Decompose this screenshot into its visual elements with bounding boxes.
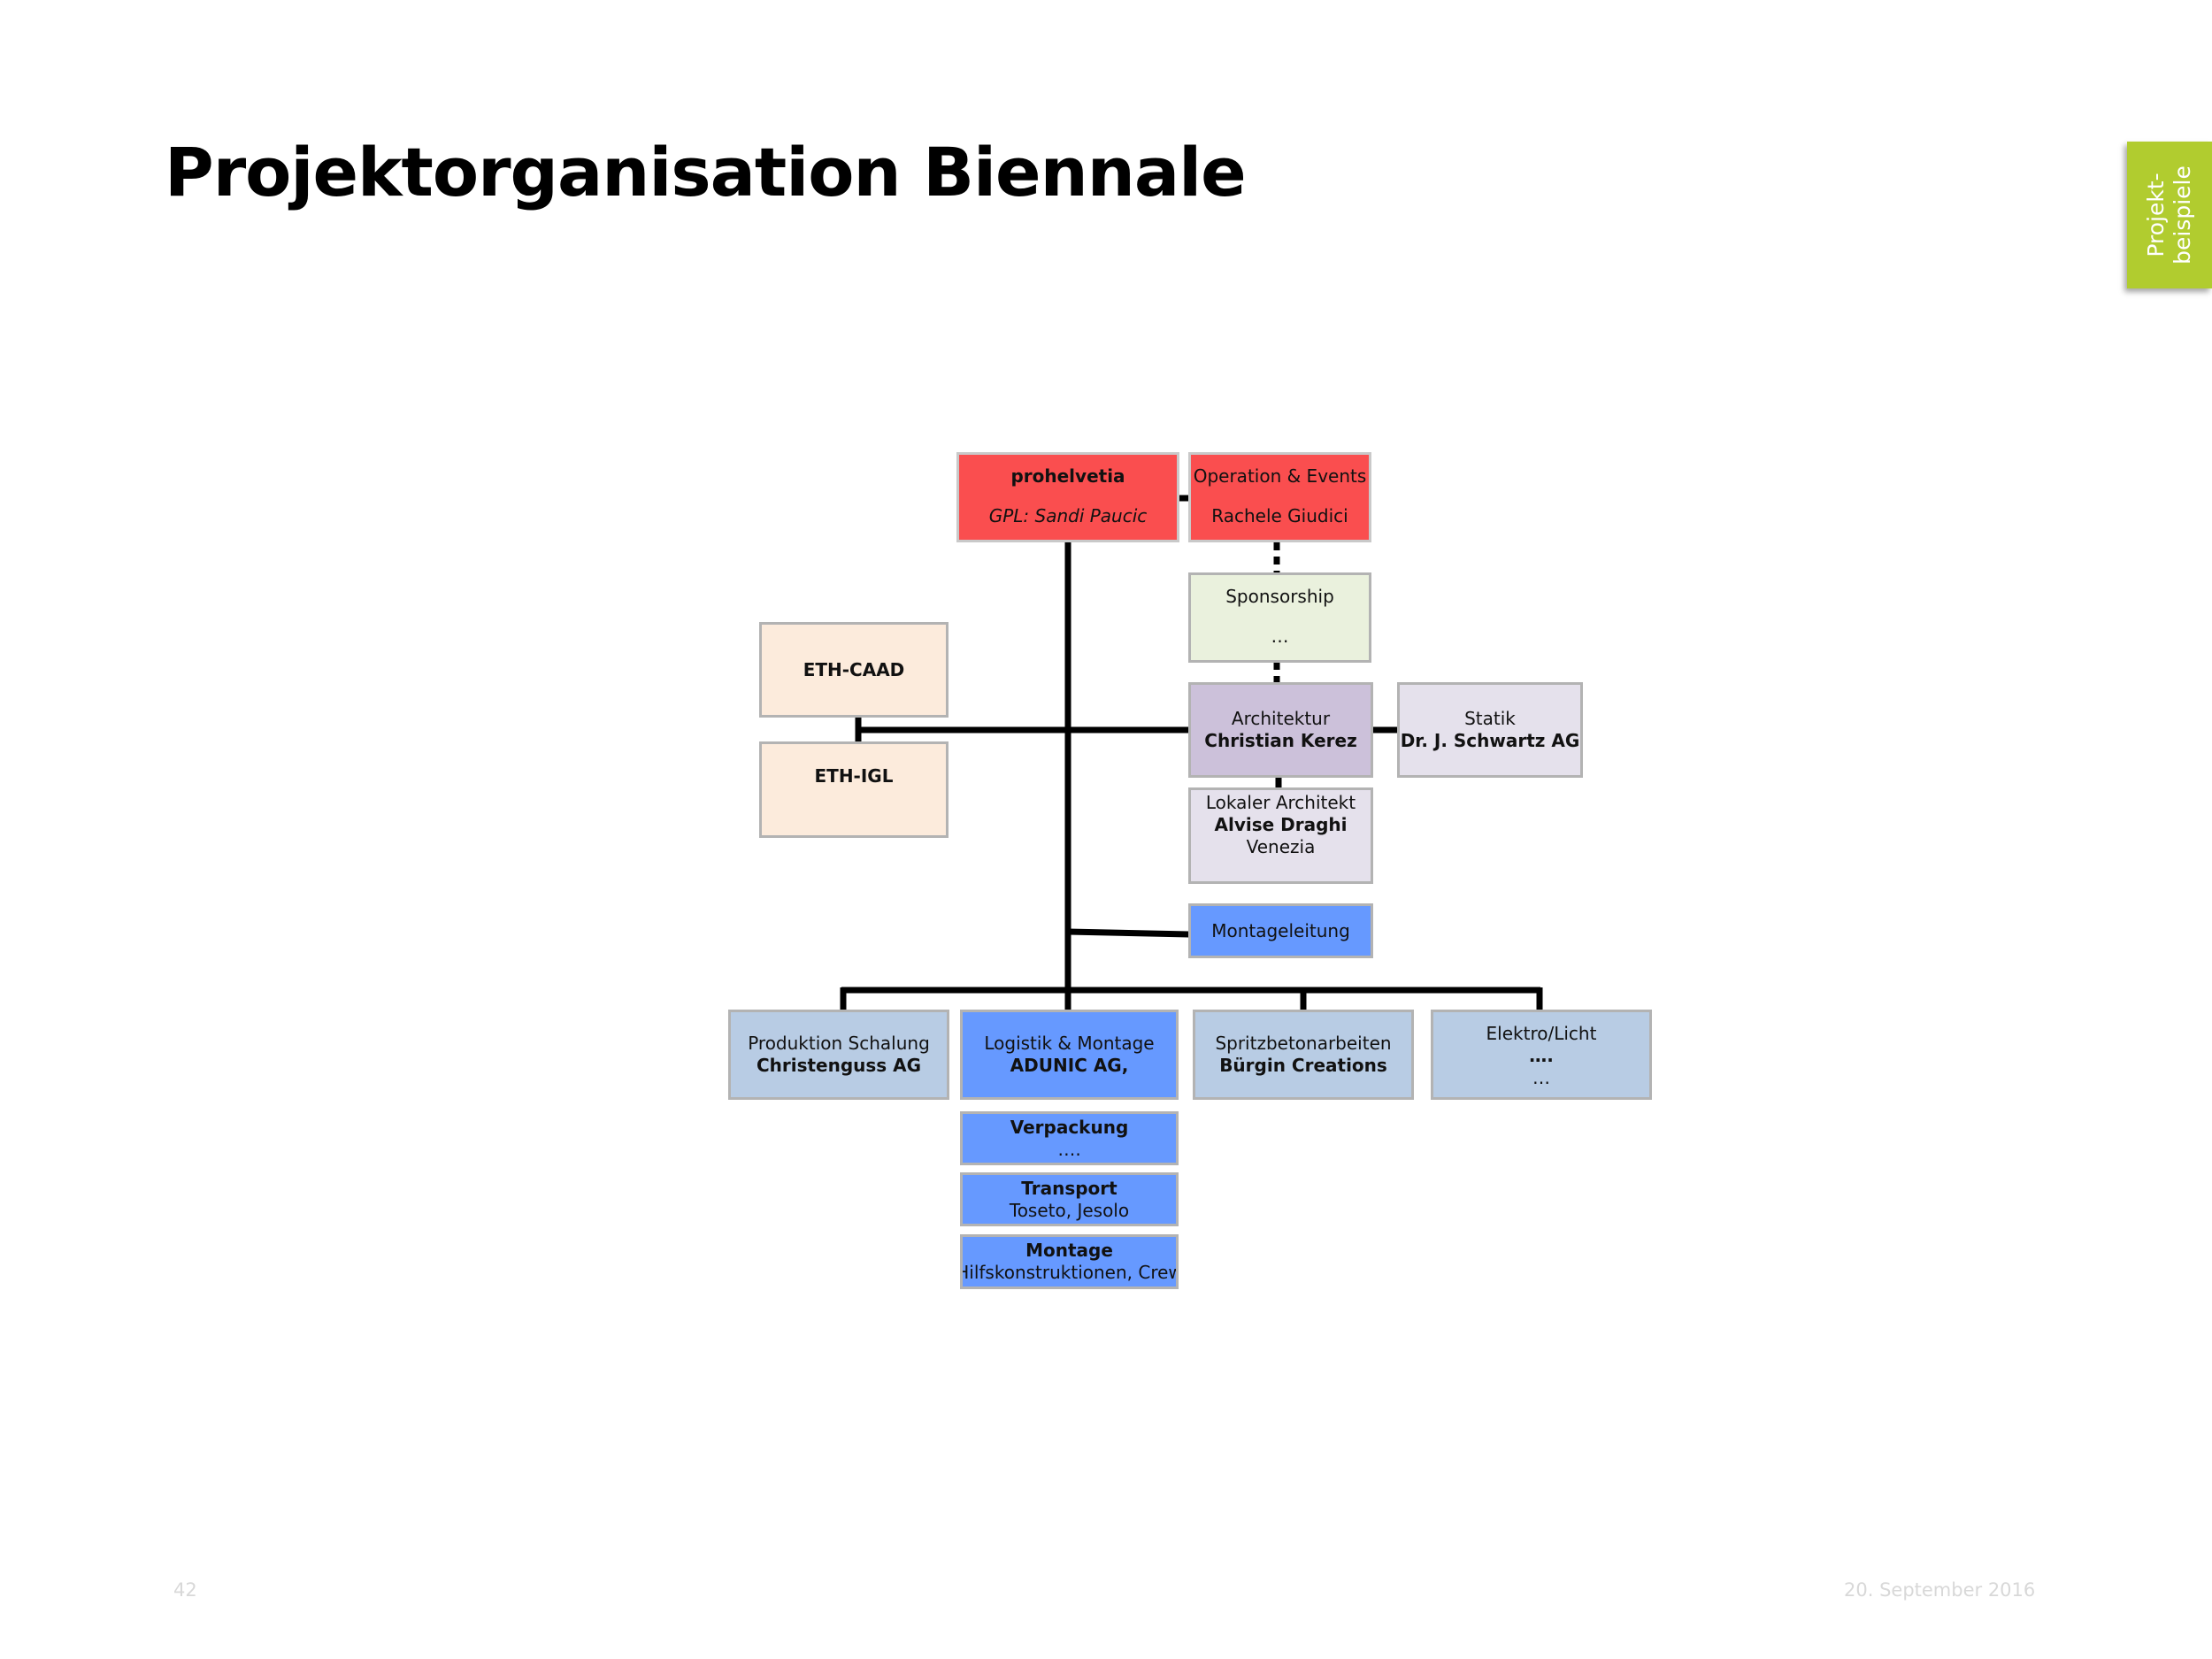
box-sponsorship: Sponsorship … [1188,572,1371,663]
box-eth-caad-label: ETH-CAAD [803,658,905,680]
box-eth-igl-label: ETH-IGL [814,765,894,787]
box-produktion-schalung: Produktion Schalung Christenguss AG [728,1010,949,1100]
box-produktion-company: Christenguss AG [756,1055,922,1076]
box-transport-detail: Toseto, Jesolo [1009,1199,1130,1221]
box-montageleitung: Montageleitung [1188,903,1373,958]
box-lokal-city: Venezia [1246,836,1316,857]
box-eth-caad: ETH-CAAD [759,622,949,718]
box-lokal-person: Alvise Draghi [1214,814,1348,835]
box-spritz-company: Bürgin Creations [1219,1055,1387,1076]
box-prohelvetia-name: prohelvetia [1010,465,1125,487]
box-spritz-title: Spritzbetonarbeiten [1215,1033,1392,1054]
box-architektur-title: Architektur [1231,708,1331,729]
box-montageleitung-label: Montageleitung [1211,919,1350,941]
box-sponsorship-title: Sponsorship [1225,586,1334,607]
box-montage: Montage Hilfskonstruktionen, Crew [960,1234,1179,1289]
side-tab-projektbeispiele[interactable]: Projekt- beispiele [2127,142,2212,288]
box-eth-igl: ETH-IGL [759,741,949,838]
box-statik-title: Statik [1464,708,1516,729]
box-logistik-title: Logistik & Montage [984,1033,1155,1054]
box-lokaler-architekt: Lokaler Architekt Alvise Draghi Venezia [1188,787,1373,884]
page-title: Projektorganisation Biennale [165,133,1247,211]
box-verpackung-detail: …. [1057,1139,1081,1160]
box-operation-events: Operation & Events Rachele Giudici [1188,452,1371,542]
box-elektro-detail-2: … [1532,1067,1550,1088]
box-transport-title: Transport [1021,1177,1118,1199]
box-operation-title: Operation & Events [1193,465,1367,487]
box-sponsorship-detail: … [1271,626,1289,647]
connector-trunk-montageleitung [1067,928,1190,938]
box-prohelvetia-gpl: GPL: Sandi Paucic [988,505,1148,526]
box-verpackung-title: Verpackung [1010,1117,1129,1138]
box-operation-person: Rachele Giudici [1211,505,1348,526]
box-lokal-title: Lokaler Architekt [1205,792,1356,813]
box-architektur: Architektur Christian Kerez [1188,682,1373,778]
box-logistik-montage: Logistik & Montage ADUNIC AG, [960,1010,1179,1100]
box-elektro-detail-1: …. [1529,1045,1554,1066]
box-verpackung: Verpackung …. [960,1111,1179,1165]
box-transport: Transport Toseto, Jesolo [960,1172,1179,1226]
box-produktion-title: Produktion Schalung [748,1033,930,1054]
box-statik: Statik Dr. J. Schwartz AG [1397,682,1583,778]
box-logistik-company: ADUNIC AG, [1010,1055,1129,1076]
box-montage-title: Montage [1025,1240,1113,1261]
box-elektro-title: Elektro/Licht [1486,1023,1597,1044]
footer-date: 20. September 2016 [1844,1579,2036,1601]
box-architektur-person: Christian Kerez [1204,730,1357,751]
box-montage-detail: Hilfskonstruktionen, Crew [960,1262,1179,1283]
box-statik-company: Dr. J. Schwartz AG [1400,730,1580,751]
page-number: 42 [173,1579,197,1601]
box-prohelvetia: prohelvetia GPL: Sandi Paucic [956,452,1179,542]
box-elektro-licht: Elektro/Licht …. … [1431,1010,1652,1100]
box-spritzbetonarbeiten: Spritzbetonarbeiten Bürgin Creations [1193,1010,1414,1100]
